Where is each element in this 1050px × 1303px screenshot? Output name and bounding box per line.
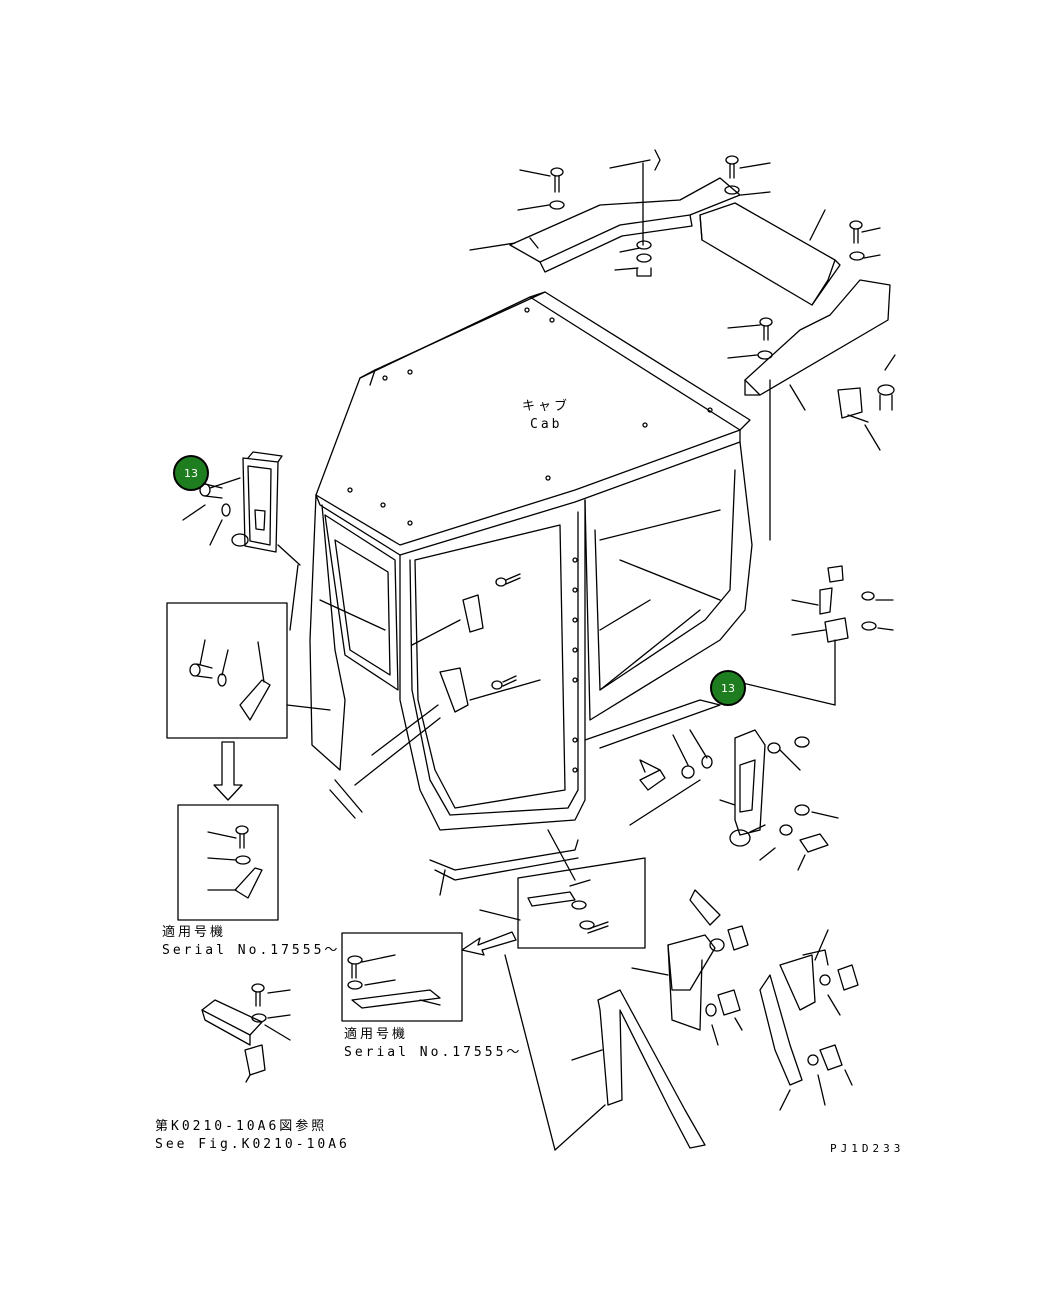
cab-body <box>309 291 836 831</box>
reference-note-en: See Fig.K0210-10A6 <box>155 1137 350 1152</box>
lower-step-brackets <box>631 889 859 1111</box>
cab-label-en: Cab <box>530 417 563 432</box>
part-callout-13-left[interactable]: 13 <box>173 455 209 491</box>
rear-latch-parts <box>791 565 894 643</box>
serial-note-left-jp: 適用号機 <box>162 925 227 940</box>
roof-side-rail <box>699 155 881 306</box>
drawing-code: PJ1D233 <box>830 1142 905 1155</box>
right-door-lock-assembly <box>639 729 839 871</box>
center-serial-box <box>341 931 517 1022</box>
step-detail-box <box>479 829 646 949</box>
callout-number: 13 <box>184 466 198 480</box>
part-callout-13-right[interactable]: 13 <box>710 670 746 706</box>
reference-note-jp: 第K0210-10A6図参照 <box>155 1119 328 1134</box>
serial-note-center-en: Serial No.17555～ <box>344 1045 523 1060</box>
serial-note-center-jp: 適用号機 <box>344 1027 409 1042</box>
left-detail-box <box>166 602 331 801</box>
callout-number: 13 <box>721 681 735 695</box>
reference-bracket <box>201 983 291 1083</box>
lower-handrail-parts <box>429 839 706 1151</box>
serial-note-left-en: Serial No.17555～ <box>162 943 341 958</box>
left-serial-box <box>177 804 279 921</box>
roof-rail-bracket <box>469 149 741 277</box>
cab-label-jp: キャブ <box>522 399 571 414</box>
rear-corner-bracket <box>727 279 896 541</box>
